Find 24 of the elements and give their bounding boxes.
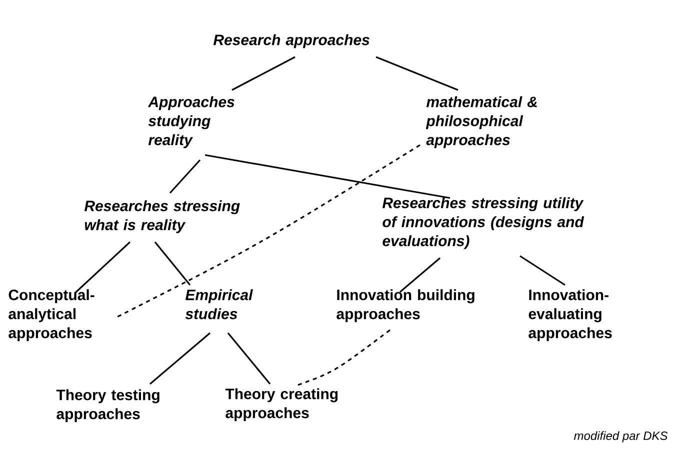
- node-text: Research approaches: [213, 34, 370, 48]
- node-text: Researches stressing what is reality: [84, 200, 240, 234]
- node-text: mathematical & philosophical approaches: [426, 96, 537, 148]
- connector-line: [154, 242, 191, 286]
- connector-line: [149, 332, 211, 385]
- connector-line: [232, 56, 296, 91]
- node-text: Theory creating approaches: [225, 388, 338, 422]
- node-text: Researches stressing utility of innovations (designs and evaluations): [382, 197, 584, 250]
- connector-line: [74, 241, 131, 294]
- node-text: Innovation-evaluating approaches: [528, 289, 612, 342]
- connector-line: [520, 255, 566, 286]
- connector-line: [399, 257, 441, 293]
- connector-line: [376, 56, 458, 91]
- node-text: Conceptual-analytical approaches: [8, 289, 94, 342]
- node-text: Empirical studies: [185, 289, 253, 320]
- connector-line: [169, 159, 201, 194]
- node-text: Innovation building approaches: [336, 289, 474, 322]
- credit-note: modified par DKS: [574, 431, 668, 442]
- connector-line: [204, 154, 450, 199]
- node-text: Approaches studying reality: [148, 96, 234, 148]
- connector-line: [227, 332, 271, 385]
- node-text: Theory testing approaches: [56, 389, 160, 422]
- dashed-line: [114, 144, 420, 319]
- dashed-line: [298, 329, 390, 386]
